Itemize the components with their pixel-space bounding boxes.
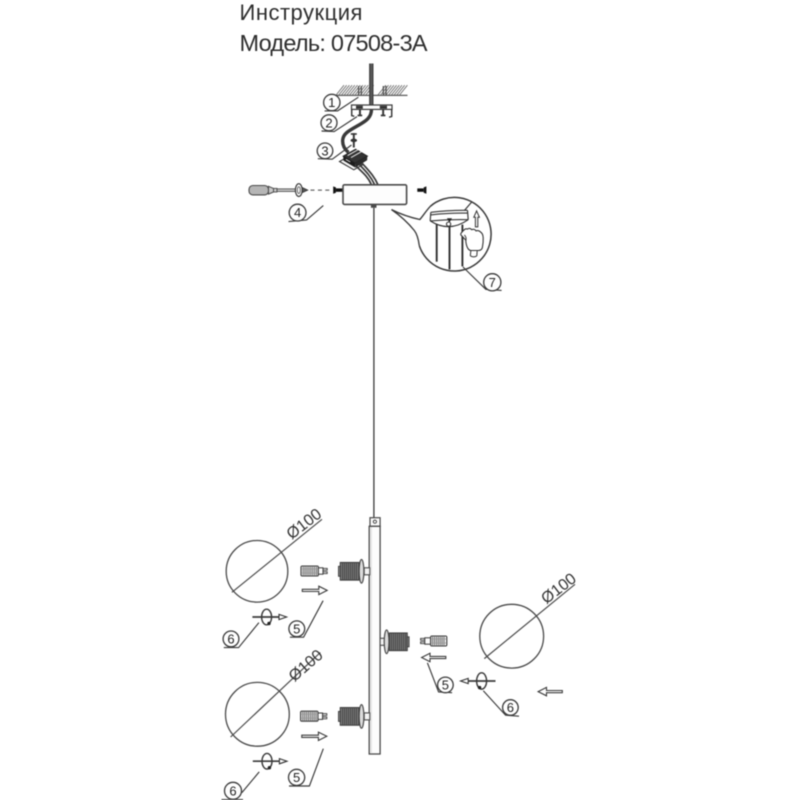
svg-text:5: 5 (442, 678, 449, 693)
svg-text:5: 5 (293, 770, 300, 785)
svg-text:Модель: 07508-3А: Модель: 07508-3А (240, 30, 428, 56)
svg-text:2: 2 (325, 115, 332, 130)
svg-text:1: 1 (328, 95, 335, 110)
svg-text:7: 7 (489, 275, 496, 290)
svg-text:5: 5 (293, 621, 300, 636)
svg-text:Ø100: Ø100 (538, 570, 579, 607)
svg-text:6: 6 (227, 632, 234, 647)
svg-text:Ø100: Ø100 (286, 647, 327, 686)
svg-text:4: 4 (294, 205, 301, 220)
svg-text:6: 6 (229, 783, 236, 798)
svg-text:6: 6 (507, 700, 514, 715)
svg-text:Инструкция: Инструкция (240, 0, 363, 25)
svg-text:Ø100: Ø100 (284, 506, 325, 543)
svg-text:3: 3 (321, 143, 328, 158)
